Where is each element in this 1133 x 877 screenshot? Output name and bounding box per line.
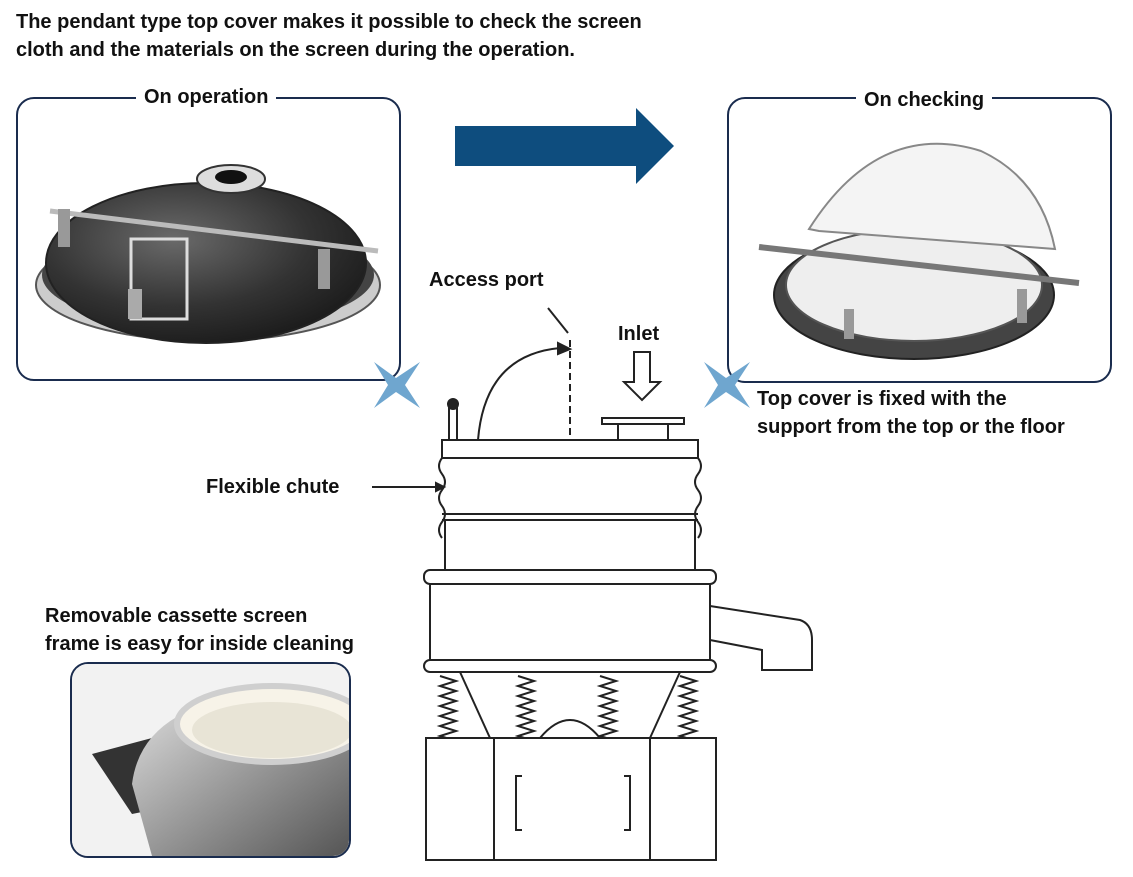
checking-panel [727,97,1112,383]
header-line-2: cloth and the materials on the screen du… [16,39,575,61]
cassette-note-line-2: frame is easy for inside cleaning [45,633,355,655]
closed-cover-illustration [35,164,381,344]
operation-panel-title: On operation [136,86,277,108]
checking-panel-title: On checking [856,89,993,111]
cassette-panel [70,662,351,858]
support-note-line-2: support from the top or the floor [757,416,1065,438]
header-line-1: The pendant type top cover makes it poss… [16,11,642,33]
inlet-label: Inlet [618,323,660,345]
cassette-frame-illustration [72,664,349,856]
support-note-line-1: Top cover is fixed with the [757,388,1007,410]
flexible-chute-label: Flexible chute [206,476,340,498]
operation-panel [16,97,401,381]
open-cover-illustration [758,142,1080,360]
cassette-note-line-1: Removable cassette screen [45,605,308,627]
access-port-label: Access port [429,269,544,291]
